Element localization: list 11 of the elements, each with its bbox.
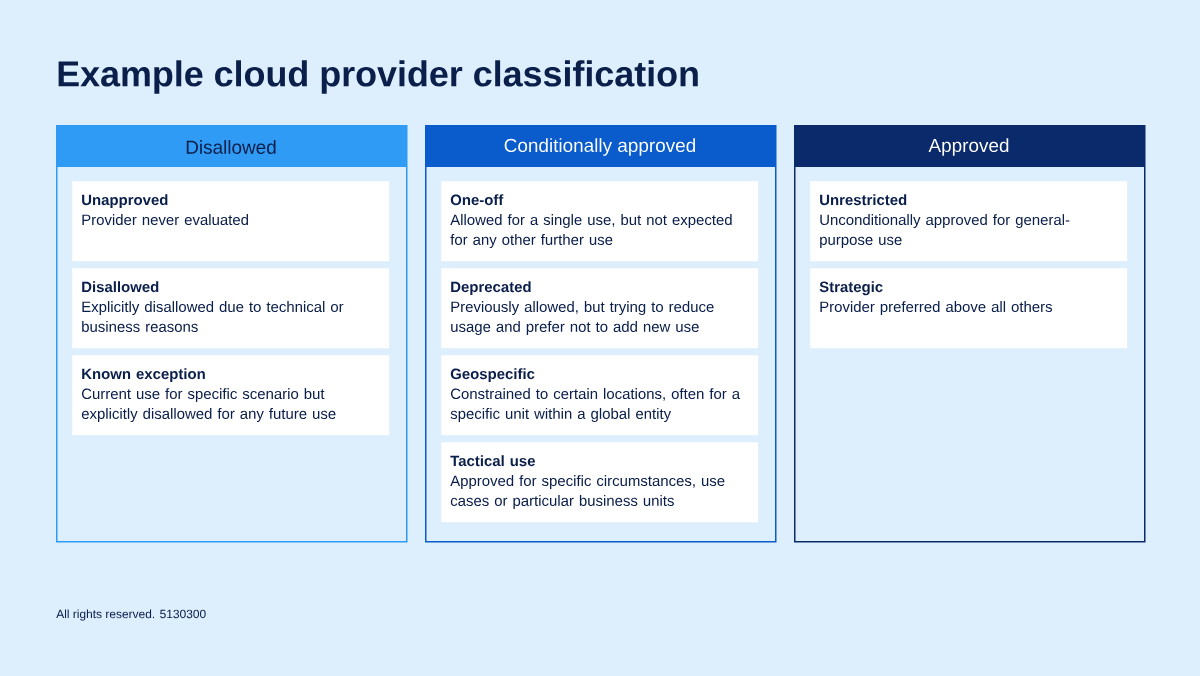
category-card: Unrestricted Unconditionally approved for general-purpose use <box>810 181 1128 262</box>
category-card: Disallowed Explicitly disallowed due to technical or business reasons <box>72 268 390 349</box>
footnote: All rights reserved. 5130300 <box>56 609 206 621</box>
category-card: Known exception Current use for specific scenario but explicitly disallowed for any future use <box>72 355 390 436</box>
category-card: Deprecated Previously allowed, but trying to reduce usage and prefer not to add new use <box>441 268 759 349</box>
category-card: Geospecific Constrained to certain locations, often for a specific unit within a global entity <box>441 355 759 436</box>
category-card: One-off Allowed for a single use, but not expected for any other further use <box>441 181 759 262</box>
category-card: Tactical use Approved for specific circumstances, use cases or particular business units <box>441 442 759 523</box>
category-card: Strategic Provider preferred above all others <box>810 268 1128 349</box>
title: Example cloud provider classification <box>58 60 698 94</box>
category-card: Unapproved Provider never evaluated <box>72 181 390 262</box>
